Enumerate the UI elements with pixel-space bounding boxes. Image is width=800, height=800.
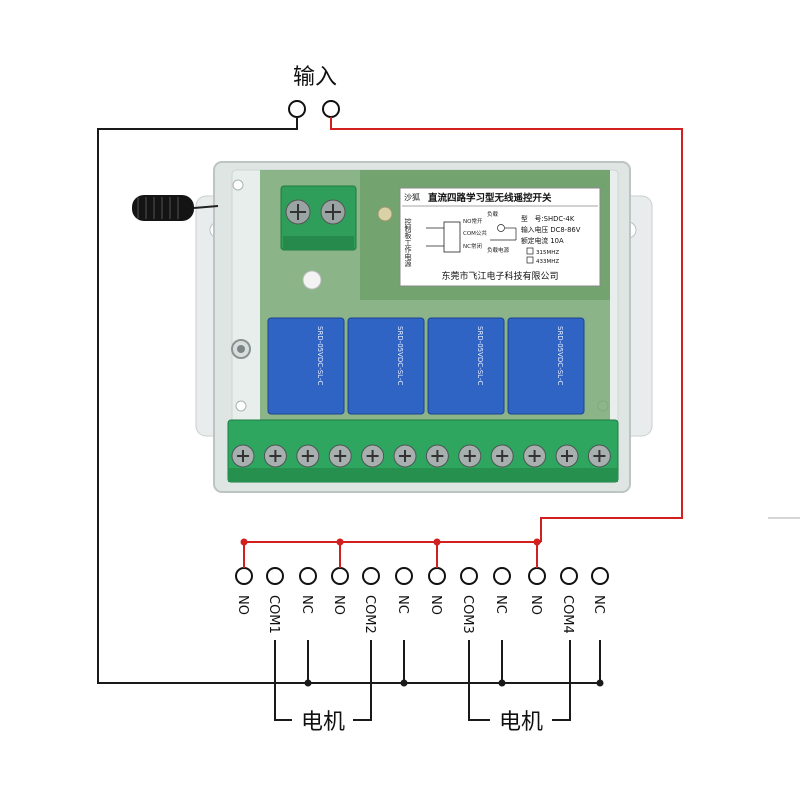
- relay-3: SRD-05VDC-SL-C: [427, 317, 505, 415]
- output-terminal-label: NC: [395, 595, 410, 614]
- power-terminal-block: [280, 185, 357, 251]
- relay-group: SRD-05VDC-SL-C SRD-05VDC-SL-C SRD-05VDC-SL…: [267, 317, 585, 415]
- screw: [361, 444, 385, 468]
- output-terminal-label: NC: [591, 595, 606, 614]
- output-terminal-label: NO: [331, 595, 346, 615]
- screw: [458, 444, 482, 468]
- label-freq-433: 433MHZ: [536, 259, 559, 265]
- screw: [425, 444, 449, 468]
- label-model: 型 号:SHDC-4K: [521, 214, 575, 223]
- screw: [587, 444, 611, 468]
- screw: [231, 444, 255, 468]
- product-label: 沙狐 直流四路学习型无线遥控开关 控制板工作电源 NO常开 COM公共 NC常闭…: [399, 187, 601, 287]
- label-load-text: 负载: [487, 210, 499, 218]
- label-no-text: NO常开: [463, 217, 483, 225]
- relay-1: SRD-05VDC-SL-C: [267, 317, 345, 415]
- output-terminal: NC: [591, 567, 609, 687]
- input-label: 输入: [293, 65, 337, 90]
- output-terminal-label: NC: [493, 595, 508, 614]
- relay-text: SRD-05VDC-SL-C: [476, 326, 484, 385]
- motor-1-label: 电机: [301, 710, 345, 735]
- screw: [296, 444, 320, 468]
- output-terminal: NC: [299, 567, 317, 687]
- relay-text: SRD-05VDC-SL-C: [316, 326, 324, 385]
- relay-text: SRD-05VDC-SL-C: [556, 326, 564, 385]
- label-nc-text: NC常闭: [463, 242, 482, 250]
- output-terminal: NO: [331, 538, 349, 615]
- output-terminal: NO: [235, 538, 253, 615]
- output-terminal-label: COM4: [560, 595, 575, 634]
- motor-2-label: 电机: [499, 710, 543, 735]
- relay-controller-board: 沙狐 直流四路学习型无线遥控开关 控制板工作电源 NO常开 COM公共 NC常闭…: [132, 161, 653, 493]
- output-terminal: COM1: [266, 567, 284, 634]
- screw: [328, 444, 352, 468]
- screw: [523, 444, 547, 468]
- screw: [263, 444, 287, 468]
- relay-4: SRD-05VDC-SL-C: [507, 317, 585, 415]
- input-terminal-2: [322, 100, 340, 118]
- antenna-coil: [132, 195, 219, 221]
- output-terminal: NC: [395, 567, 413, 687]
- relay-text: SRD-05VDC-SL-C: [396, 326, 404, 385]
- label-freq-315: 315MHZ: [536, 250, 559, 256]
- output-terminal-label: COM3: [460, 595, 475, 634]
- black-input-wire: [97, 117, 600, 684]
- output-terminal-label: COM1: [266, 595, 281, 634]
- label-vertical-text: 控制板工作电源: [404, 217, 412, 268]
- output-terminal-label: NO: [428, 595, 443, 615]
- label-company: 东莞市飞江电子科技有限公司: [441, 270, 558, 282]
- motor-1-wire-right: [353, 640, 372, 721]
- output-terminals-row: NO COM1 NC NO COM2 NC NO COM3 NC NO COM4 NC: [235, 538, 609, 687]
- output-terminal-label: NC: [299, 595, 314, 614]
- output-terminal: NO: [428, 538, 446, 615]
- motor-2-wire: [468, 640, 490, 721]
- input-terminal-1: [288, 100, 306, 118]
- output-terminal: COM4: [560, 567, 578, 634]
- output-terminal: COM2: [362, 567, 380, 634]
- label-com-text: COM公共: [463, 229, 487, 237]
- screw: [393, 444, 417, 468]
- terminal-screws: [231, 444, 611, 468]
- screw: [555, 444, 579, 468]
- output-terminal: NC: [493, 567, 511, 687]
- red-input-wire: [330, 117, 683, 542]
- output-terminal-label: NO: [528, 595, 543, 615]
- label-voltage: 输入电压 DC8-86V: [521, 225, 581, 234]
- screw: [490, 444, 514, 468]
- label-current: 额定电流 10A: [521, 236, 564, 245]
- motor-2-wire-right: [552, 640, 571, 721]
- label-brand: 沙狐: [404, 192, 420, 202]
- output-terminal-label: COM2: [362, 595, 377, 634]
- label-load-power-text: 负载电源: [487, 246, 510, 254]
- output-terminal-label: NO: [235, 595, 250, 615]
- motor-1-wire: [274, 640, 292, 721]
- label-title: 直流四路学习型无线遥控开关: [428, 192, 552, 204]
- output-terminal: COM3: [460, 567, 478, 634]
- relay-2: SRD-05VDC-SL-C: [347, 317, 425, 415]
- output-terminal: NO: [528, 538, 546, 615]
